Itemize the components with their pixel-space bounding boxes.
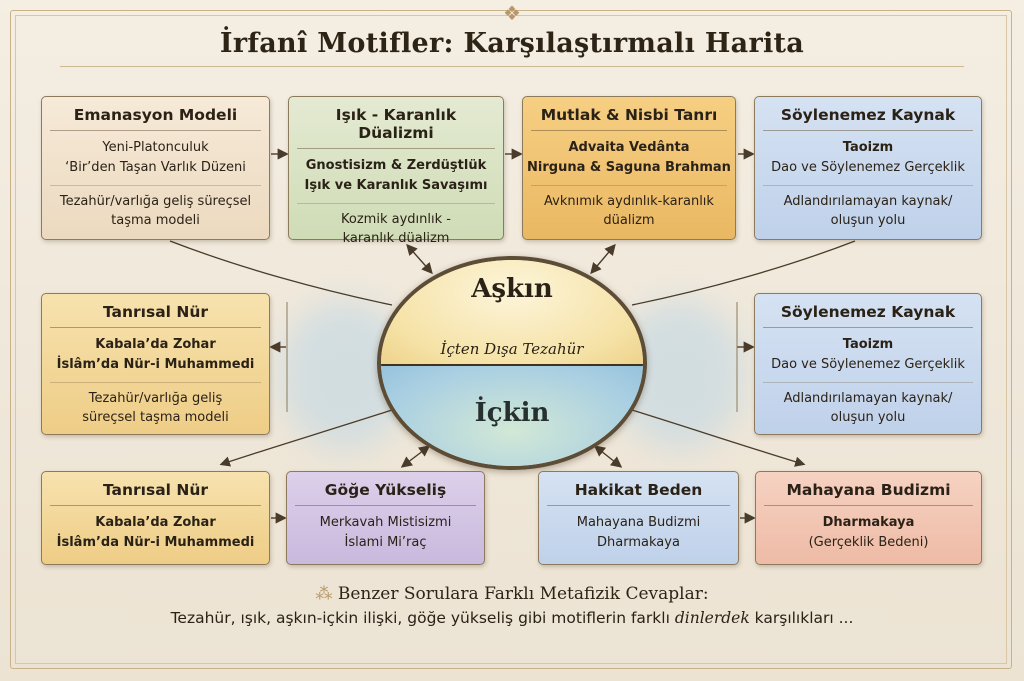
box-line-2: İslâm’da Nür-i Muhammedi bbox=[56, 357, 255, 372]
box-desc: Tezahür/varlığa geliş süreçsel taşma mode… bbox=[50, 382, 261, 427]
box-title: Tanrısal Nür bbox=[50, 303, 261, 328]
footer-ornament-icon: ⁂ bbox=[315, 584, 338, 604]
ellipse-upper-half bbox=[381, 260, 643, 365]
footer-heading: ⁂ Benzer Sorulara Farklı Metafizik Cevap… bbox=[0, 584, 1024, 604]
footer-heading-text: Benzer Sorulara Farklı Metafizik Cevapla… bbox=[337, 584, 709, 604]
box-desc-1: Adlandırılamayan kaynak/ bbox=[783, 194, 953, 209]
box-title: Söylenemez Kaynak bbox=[763, 303, 973, 328]
box-emanasyon: Emanasyon Modeli Yeni-Platonculuk ‘Bir’de… bbox=[41, 96, 270, 240]
curve-center-mahayana bbox=[631, 409, 806, 467]
box-desc: Tezahür/varlığa geliş süreçsel taşma mode… bbox=[50, 185, 261, 230]
box-line-1: Mahayana Budizmi bbox=[576, 515, 701, 530]
box-line-1: Kabala’da Zohar bbox=[95, 337, 216, 352]
center-label-tezahur: İçten Dışa Tezahür bbox=[440, 340, 584, 358]
box-line-2: İslami Mi’raç bbox=[344, 535, 427, 550]
curve-center-tanrisal2 bbox=[219, 409, 393, 467]
box-line-2: Dao ve Söylenemez Gerçeklik bbox=[771, 160, 965, 175]
box-line-2: ‘Bir’den Taşan Varlık Düzeni bbox=[65, 160, 246, 175]
box-title: Göğe Yükseliş bbox=[295, 481, 476, 506]
box-desc: Avknımık aydınlık-karanlık düalizm bbox=[531, 185, 727, 230]
box-line-2: Dharmakaya bbox=[597, 535, 680, 550]
box-desc: Adlandırılamayan kaynak/oluşun yolu bbox=[763, 382, 973, 427]
box-line-1: Taoizm bbox=[842, 140, 894, 155]
box-desc-1: Kozmik aydınlık - bbox=[341, 212, 451, 227]
box-desc-2: karanlık düalizm bbox=[342, 231, 450, 246]
box-line-2: Nirguna & Saguna Brahman bbox=[527, 160, 731, 175]
box-mahayana-budizmi: Mahayana Budizmi Dharmakaya (Gerçeklik Be… bbox=[755, 471, 982, 565]
box-line-1: Taoizm bbox=[842, 337, 894, 352]
footer-text-after: karşılıkları ... bbox=[754, 609, 854, 627]
box-line-2: (Gerçeklik Bedeni) bbox=[808, 535, 929, 550]
center-ellipse: Aşkın İçten Dışa Tezahür İçkin bbox=[377, 256, 647, 470]
top-ornament-icon: ❖ bbox=[503, 1, 521, 25]
box-desc-2: oluşun yolu bbox=[830, 410, 906, 425]
box-line-1: Kabala’da Zohar bbox=[95, 515, 216, 530]
box-title: Hakikat Beden bbox=[547, 481, 730, 506]
box-desc: Adlandırılamayan kaynak/oluşun yolu bbox=[763, 185, 973, 230]
box-line-2: Dao ve Söylenemez Gerçeklik bbox=[771, 357, 965, 372]
box-line-1: Dharmakaya bbox=[822, 515, 915, 530]
box-desc-2: oluşun yolu bbox=[830, 213, 906, 228]
box-line-2: İslâm’da Nür-i Muhammedi bbox=[56, 535, 255, 550]
box-line-1: Gnostisizm & Zerdüştlük bbox=[305, 158, 487, 173]
page-title: İrfanî Motifler: Karşılaştırmalı Harita bbox=[219, 28, 805, 59]
box-desc-1: Tezahür/varlığa geliş süreçsel bbox=[59, 194, 252, 209]
curve-emanasyon-center bbox=[169, 240, 393, 306]
center-label-askin: Aşkın bbox=[471, 274, 553, 304]
box-subtitle: Yeni-Platonculuk ‘Bir’den Taşan Varlık Dü… bbox=[42, 138, 269, 178]
box-desc-1: Avknımık aydınlık-karanlık bbox=[544, 194, 714, 209]
curve-soylenemez-center bbox=[631, 240, 856, 306]
box-title: Işık - Karanlık Düalizmi bbox=[297, 106, 495, 149]
box-subtitle: Dharmakaya (Gerçeklik Bedeni) bbox=[756, 513, 981, 553]
box-desc-2: düalizm bbox=[603, 213, 655, 228]
box-desc-1: Adlandırılamayan kaynak/ bbox=[783, 391, 953, 406]
center-label-ickin: İçkin bbox=[474, 398, 550, 428]
ellipse-divider bbox=[381, 364, 643, 366]
box-desc-1: Tezahür/varlığa geliş bbox=[88, 391, 223, 406]
box-line-2: Işık ve Karanlık Savaşımı bbox=[304, 178, 488, 193]
box-line-1: Advaita Vedânta bbox=[568, 140, 690, 155]
box-title: Emanasyon Modeli bbox=[50, 106, 261, 131]
box-line-1: Merkavah Mistisizmi bbox=[319, 515, 452, 530]
box-title: Mutlak & Nisbi Tanrı bbox=[531, 106, 727, 131]
title-divider bbox=[60, 66, 964, 67]
footer-text-before: Tezahür, ışık, aşkın-içkin ilişki, göğe … bbox=[170, 609, 670, 627]
footer-text-emphasis: dinlerdek bbox=[674, 609, 750, 627]
box-title: Tanrısal Nür bbox=[50, 481, 261, 506]
box-line-1: Yeni-Platonculuk bbox=[102, 140, 209, 155]
box-title: Mahayana Budizmi bbox=[764, 481, 973, 506]
box-desc-2: taşma modeli bbox=[111, 213, 200, 228]
box-isik-karanlik: Işık - Karanlık Düalizmi Gnostisizm & Ze… bbox=[288, 96, 504, 246]
footer-text: Tezahür, ışık, aşkın-içkin ilişki, göğe … bbox=[0, 609, 1024, 627]
ellipse-lower-half bbox=[381, 365, 643, 466]
box-desc: Kozmik aydınlık - karanlık düalizm bbox=[297, 203, 495, 248]
box-desc-2: süreçsel taşma modeli bbox=[82, 410, 229, 425]
box-title: Söylenemez Kaynak bbox=[763, 106, 973, 131]
